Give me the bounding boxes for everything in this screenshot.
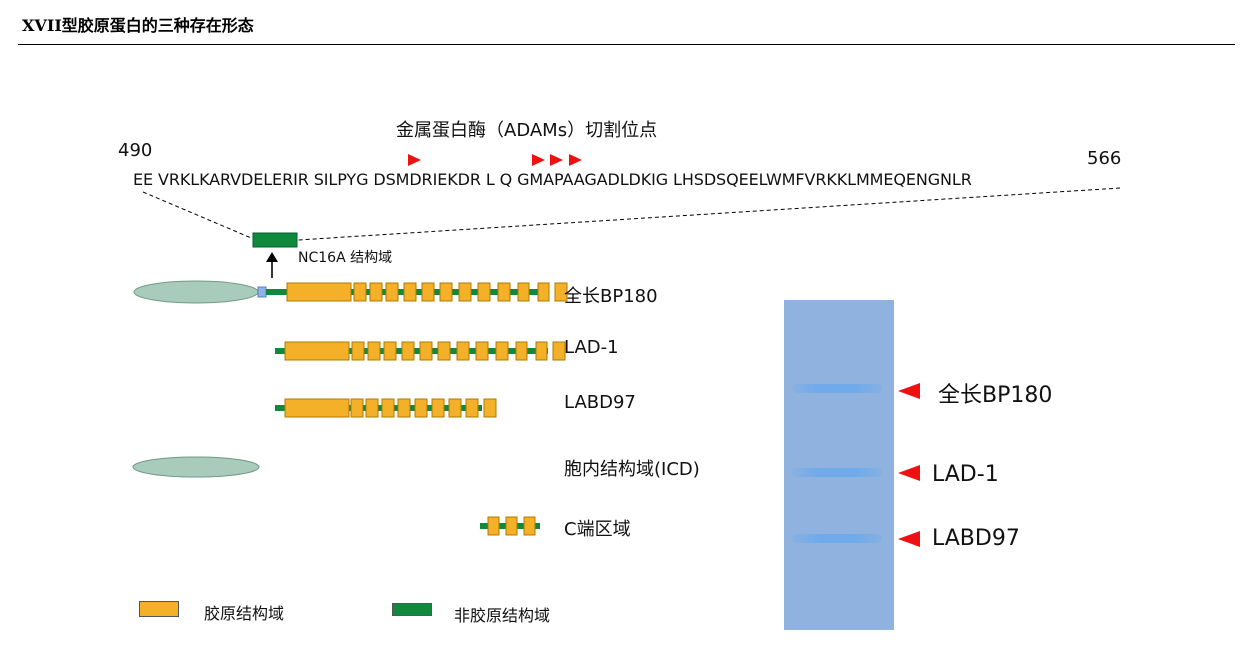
gel-image [784,300,894,630]
lad1-collagen-block-3 [383,341,397,361]
full-bp180-collagen-block-4 [403,282,417,302]
page-title: XVII型胶原蛋白的三种存在形态 [22,16,254,35]
full-bp180-collagen-block-7 [458,282,472,302]
lad1-collagen-block-6 [437,341,451,361]
full-bp180-collagen-block-9 [497,282,511,302]
lad1-collagen-block-9 [495,341,509,361]
full-bp180-collagen-block-main [286,282,352,302]
zoom-line-left [142,191,257,241]
full-bp180-collagen-block-12 [554,282,568,302]
form-label-icd: 胞内结构域(ICD) [564,459,700,480]
full-bp180-collagen-block-11 [537,282,550,302]
gel-band-lad1 [792,468,882,477]
lad1-collagen-block-4 [401,341,415,361]
gel-arrow-full-bp180 [898,383,920,399]
c-terminal-collagen-block-3 [523,516,536,536]
gel-arrow-lad1 [898,465,920,481]
labd97-collagen-block-7 [448,398,462,418]
cleavage-arrow-3 [550,154,563,166]
full-bp180-collagen-block-6 [439,282,453,302]
labd97-collagen-block-5 [414,398,428,418]
sequence-marks [142,154,1121,278]
nc16a-domain-label: NC16A 结构域 [298,250,393,266]
legend-swatch-collagen [139,601,179,617]
lad1-collagen-block-11 [535,341,548,361]
amino-acid-sequence: EE VRKLKARVDELERIR SILPYG DSMDRIEKDR L Q… [133,170,972,189]
icd-ellipse [132,456,260,478]
labd97-collagen-block-main [284,398,350,418]
full-bp180-collagen-block-1 [353,282,367,302]
lad1-collagen-block-12 [552,341,566,361]
gel-band-full-bp180 [792,384,882,393]
lad1-collagen-block-main [284,341,350,361]
cleavage-arrow-2 [532,154,545,166]
form-label-full-bp180: 全长BP180 [564,286,658,307]
c-terminal-collagen-block-2 [505,516,518,536]
labd97-collagen-block-6 [431,398,445,418]
lad1-collagen-block-8 [475,341,489,361]
full-bp180-collagen-block-2 [369,282,383,302]
labd97-collagen-block-9 [483,398,497,418]
cleavage-arrow-1 [408,154,421,166]
protein-form-rows [132,280,568,536]
lad1-collagen-block-10 [515,341,528,361]
labd97-collagen-block-3 [381,398,395,418]
gel-band-labd97 [792,534,882,543]
labd97-collagen-block-8 [465,398,479,418]
full-bp180-collagen-block-3 [385,282,399,302]
form-label-labd97: LABD97 [564,392,636,413]
gel-arrow-labd97 [898,531,920,547]
gel-label-labd97: LABD97 [932,526,1020,551]
labd97-collagen-block-4 [397,398,411,418]
labd97-collagen-block-2 [365,398,379,418]
nc16a-pointer-arrowhead [266,252,278,262]
legend-label-collagen: 胶原结构域 [204,604,285,623]
zoom-line-right [297,187,1121,241]
legend-label-noncollagen: 非胶原结构域 [454,606,551,625]
full-bp180-transmembrane-domain [257,286,267,298]
lad1-collagen-block-5 [419,341,433,361]
legend-swatch-noncollagen [392,603,432,616]
gel-label-full-bp180: 全长BP180 [938,383,1053,408]
full-bp180-collagen-block-10 [517,282,530,302]
lad1-collagen-block-7 [456,341,470,361]
header-divider [18,44,1235,45]
lad1-collagen-block-2 [367,341,381,361]
cleavage-site-title: 金属蛋白酶（ADAMs）切割位点 [396,120,658,141]
cleavage-arrow-4 [569,154,582,166]
nc16a-domain-box [252,232,298,248]
sequence-end-position: 566 [1087,148,1122,169]
form-label-c-terminal: C端区域 [564,519,631,540]
c-terminal-collagen-block-1 [487,516,500,536]
full-bp180-noncollagen-backbone [266,289,540,295]
full-bp180-collagen-block-8 [477,282,491,302]
labd97-collagen-block-1 [350,398,364,418]
full-bp180-intracellular-domain [133,280,259,304]
full-bp180-collagen-block-5 [421,282,435,302]
sequence-start-position: 490 [118,140,153,161]
form-label-lad1: LAD-1 [564,337,619,358]
lad1-collagen-block-1 [351,341,365,361]
gel-label-lad1: LAD-1 [932,462,999,487]
